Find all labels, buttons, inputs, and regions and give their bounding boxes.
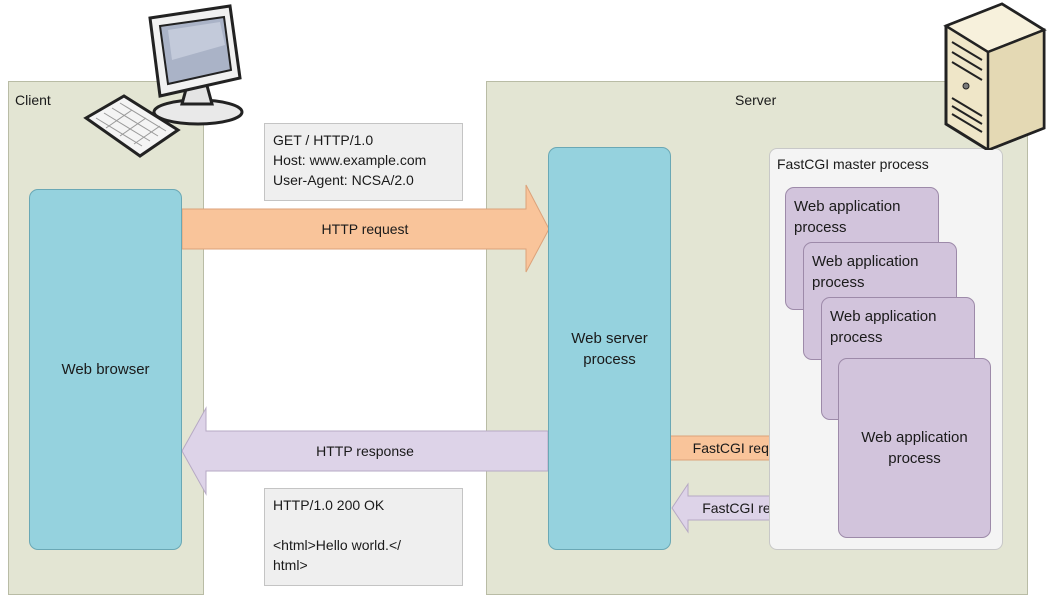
http-response-arrow <box>181 406 549 496</box>
web-browser-label: Web browser <box>61 361 150 378</box>
web-application-process-4: Web application process <box>838 358 991 538</box>
http-response-note: HTTP/1.0 200 OK <html>Hello world.</ htm… <box>264 488 463 586</box>
web-server-label: Web server process <box>571 329 648 368</box>
desktop-computer-icon <box>83 4 244 158</box>
http-request-note: GET / HTTP/1.0 Host: www.example.com Use… <box>264 123 463 201</box>
http-response-label: HTTP response <box>316 443 414 459</box>
web-browser-process: Web browser <box>29 189 182 550</box>
server-tower-icon <box>943 2 1047 150</box>
fastcgi-master-label: FastCGI master process <box>777 156 929 172</box>
client-label: Client <box>15 92 51 108</box>
web-application-process-label: Web application process <box>794 198 901 236</box>
server-label: Server <box>735 92 777 108</box>
web-application-process-label: Web application process <box>830 308 937 346</box>
http-request-arrow <box>181 184 550 273</box>
web-application-process-label: Web application process <box>861 429 968 467</box>
web-server-process: Web server process <box>548 147 671 550</box>
http-request-label: HTTP request <box>321 221 409 237</box>
web-application-process-label: Web application process <box>812 253 919 291</box>
